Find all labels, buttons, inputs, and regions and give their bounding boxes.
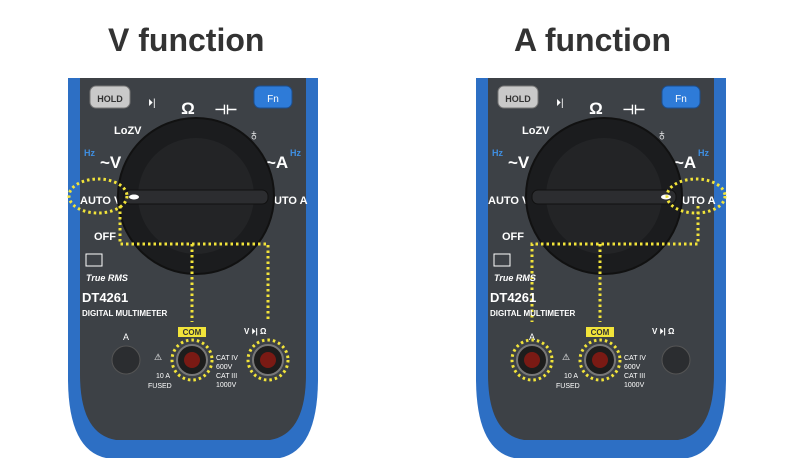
auto-v-highlight (67, 177, 129, 215)
certification-icon (85, 253, 103, 267)
fused-label-2: FUSED (148, 383, 172, 390)
multimeter-a-function: HOLD Fn ⏵| Ω ⊣⊢ ♁ LoZV Hz ~V Hz ~A AUTO … (476, 78, 727, 458)
cat-label-2: 600V (624, 364, 641, 371)
v-terminal-label: V ⏵| Ω (652, 327, 675, 336)
com-highlight (578, 338, 622, 382)
certification-icon (493, 253, 511, 267)
a-highlight (510, 338, 554, 382)
a-terminal-label: A (529, 332, 535, 342)
hold-label: HOLD (505, 94, 531, 104)
a-terminal-label: A (123, 332, 129, 342)
auto-a-label: AUTO A (266, 195, 308, 207)
auto-v-label: AUTO V (488, 195, 530, 207)
capacitor-icon: ⊣⊢ (215, 102, 238, 117)
capacitor-icon: ⊣⊢ (623, 102, 646, 117)
hold-button[interactable] (497, 85, 539, 109)
dial-pointer (129, 194, 139, 200)
fused-label-1: 10 A (156, 373, 170, 380)
title-v-function: V function (108, 22, 265, 58)
com-label: COM (183, 328, 202, 337)
off-label: OFF (502, 231, 524, 243)
model-label: DT4261 (82, 290, 128, 305)
true-rms-label: True RMS (86, 273, 128, 283)
cat-label-3: CAT III (216, 373, 237, 380)
fused-label-2: FUSED (556, 383, 580, 390)
hz-label-right: Hz (290, 148, 301, 158)
cat-label-1: CAT IV (216, 355, 238, 362)
acv-label: ~V (100, 153, 122, 172)
cat-label-4: 1000V (216, 382, 237, 389)
com-terminal-hole (592, 352, 608, 368)
fn-label: Fn (675, 94, 687, 105)
title-a-function: A function (514, 22, 671, 58)
subtitle-label: DIGITAL MULTIMETER (82, 309, 168, 318)
cat-label-3: CAT III (624, 373, 645, 380)
fn-button[interactable] (253, 85, 293, 109)
lozv-label: LoZV (522, 125, 550, 137)
ohm-icon: Ω (589, 99, 603, 118)
com-label-box (586, 327, 614, 337)
lozv-label: LoZV (114, 125, 142, 137)
warning-icon: ⚠ (154, 352, 162, 362)
dial-knob[interactable] (123, 189, 269, 205)
com-label-box (178, 327, 206, 337)
com-highlight (170, 338, 214, 382)
dial-knob[interactable] (531, 189, 677, 205)
hz-label-left: Hz (492, 148, 503, 158)
hz-label-right: Hz (698, 148, 709, 158)
acv-label: ~V (508, 153, 530, 172)
a-terminal-hole (524, 352, 540, 368)
auto-a-highlight (665, 177, 727, 215)
auto-a-label: AUTO A (674, 195, 716, 207)
diode-icon: ⏵| (148, 98, 156, 109)
auto-v-label: AUTO V (80, 195, 122, 207)
aca-label: ~A (266, 153, 288, 172)
hold-button[interactable] (89, 85, 131, 109)
aca-label: ~A (674, 153, 696, 172)
fn-button[interactable] (661, 85, 701, 109)
v-connection-line (118, 206, 270, 322)
fused-label-1: 10 A (564, 373, 578, 380)
com-label: COM (591, 328, 610, 337)
hold-label: HOLD (97, 94, 123, 104)
a-terminal (111, 345, 141, 375)
subtitle-label: DIGITAL MULTIMETER (490, 309, 576, 318)
v-terminal (661, 345, 691, 375)
cat-label-2: 600V (216, 364, 233, 371)
v-terminal-hole (260, 352, 276, 368)
fn-label: Fn (267, 94, 279, 105)
ohm-icon: Ω (181, 99, 195, 118)
off-label: OFF (94, 231, 116, 243)
v-terminal-label: V ⏵| Ω (244, 327, 267, 336)
true-rms-label: True RMS (494, 273, 536, 283)
cat-label-4: 1000V (624, 382, 645, 389)
multimeter-v-function: HOLD Fn ⏵| Ω ⊣⊢ ♁ LoZV Hz ~V Hz ~A AUTO … (67, 78, 318, 458)
model-label: DT4261 (490, 290, 536, 305)
cat-label-1: CAT IV (624, 355, 646, 362)
a-connection-line (530, 206, 700, 322)
hz-label-left: Hz (84, 148, 95, 158)
v-highlight (246, 338, 290, 382)
warning-icon: ⚠ (562, 352, 570, 362)
diode-icon: ⏵| (556, 98, 564, 109)
com-terminal-hole (184, 352, 200, 368)
